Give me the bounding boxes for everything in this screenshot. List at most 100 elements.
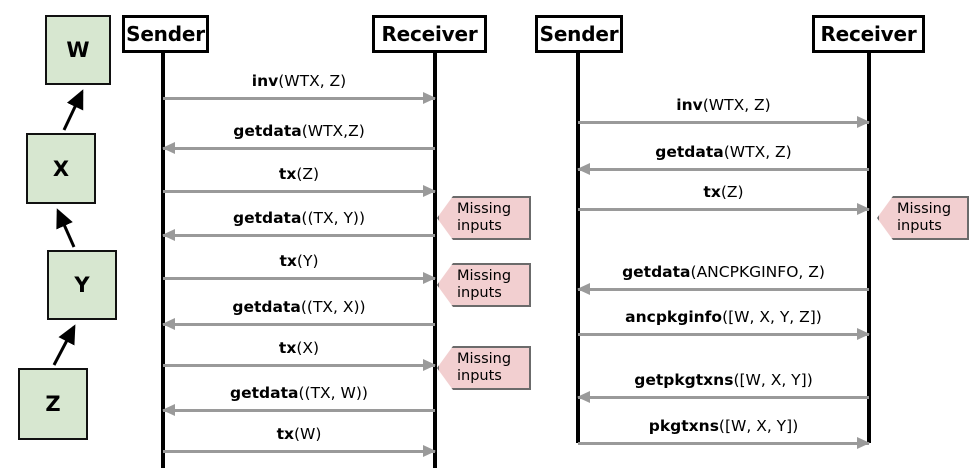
arrow-shaft bbox=[578, 288, 869, 291]
message-label-ancpkginfo-4: ancpkginfo([W, X, Y, Z]) bbox=[625, 307, 822, 326]
lifeline-receiver bbox=[867, 53, 871, 443]
message-verb: getdata bbox=[233, 121, 302, 140]
message-args: ([W, X, Y]) bbox=[733, 370, 813, 389]
message-verb: inv bbox=[676, 95, 703, 114]
message-verb: getpkgtxns bbox=[634, 370, 734, 389]
lifeline-sender bbox=[161, 53, 165, 468]
message-verb: getdata bbox=[622, 262, 691, 281]
message-label-getpkgtxns-5: getpkgtxns([W, X, Y]) bbox=[634, 370, 813, 389]
message-verb: pkgtxns bbox=[648, 416, 719, 435]
arrow-head-right bbox=[423, 444, 436, 457]
arrow-head-right bbox=[423, 271, 436, 284]
arrow-head-right bbox=[857, 115, 870, 128]
message-verb: getdata bbox=[232, 208, 302, 227]
participant-sender: Sender bbox=[535, 15, 623, 53]
lifeline-sender bbox=[576, 53, 580, 443]
message-args: ((TX, W)) bbox=[298, 383, 368, 402]
arrow-shaft bbox=[163, 450, 435, 453]
lifeline-receiver bbox=[433, 53, 437, 468]
message-label-getdata-7: getdata((TX, W)) bbox=[230, 383, 368, 402]
message-verb: tx bbox=[279, 251, 297, 270]
arrow-shaft bbox=[163, 409, 435, 412]
message-args: (ANCPKGINFO, Z) bbox=[690, 262, 825, 281]
message-verb: inv bbox=[251, 71, 279, 90]
message-verb: ancpkginfo bbox=[625, 307, 723, 326]
message-label-getdata-5: getdata((TX, X)) bbox=[232, 297, 366, 316]
arrow-shaft bbox=[163, 190, 435, 193]
message-args: (WTX,Z) bbox=[301, 121, 365, 140]
tx-node-y: Y bbox=[47, 250, 117, 320]
callout-line-2: inputs bbox=[457, 285, 502, 301]
message-label-getdata-1: getdata(WTX, Z) bbox=[655, 142, 792, 161]
message-args: ([W, X, Y]) bbox=[718, 416, 799, 435]
message-label-tx-2: tx(Z) bbox=[703, 182, 744, 201]
callout-line-1: Missing bbox=[457, 200, 512, 217]
tx-node-w: W bbox=[45, 15, 111, 85]
participant-sender: Sender bbox=[122, 15, 209, 53]
message-label-getdata-3: getdata((TX, Y)) bbox=[232, 208, 365, 227]
callout-line-2: inputs bbox=[457, 218, 502, 234]
message-label-inv-0: inv(WTX, Z) bbox=[251, 71, 347, 90]
arrow-shaft bbox=[578, 442, 869, 445]
message-args: ([W, X, Y, Z]) bbox=[722, 307, 822, 326]
message-verb: tx bbox=[278, 164, 297, 183]
arrow-head-left bbox=[162, 317, 175, 330]
arrow-head-right bbox=[423, 184, 436, 197]
arrow-shaft bbox=[578, 396, 869, 399]
arrow-head-right bbox=[857, 327, 870, 340]
arrow-head-left bbox=[162, 403, 175, 416]
message-args: (Z) bbox=[720, 182, 744, 201]
arrow-head-left bbox=[577, 390, 590, 403]
message-label-pkgtxns-6: pkgtxns([W, X, Y]) bbox=[648, 416, 799, 435]
tx-node-x: X bbox=[26, 133, 96, 204]
arrow-head-right bbox=[857, 202, 870, 215]
message-verb: tx bbox=[278, 338, 297, 357]
callout-line-1: Missing bbox=[897, 200, 952, 217]
message-args: (Z) bbox=[296, 164, 320, 183]
arrow-head-right bbox=[857, 436, 870, 449]
message-args: (WTX, Z) bbox=[723, 142, 792, 161]
arrow-head-left bbox=[577, 162, 590, 175]
participant-receiver: Receiver bbox=[812, 15, 925, 53]
message-args: ((TX, X)) bbox=[300, 297, 366, 316]
arrow-shaft bbox=[163, 323, 435, 326]
arrow-head-left bbox=[162, 141, 175, 154]
arrow-shaft bbox=[163, 97, 435, 100]
arrow-shaft bbox=[163, 277, 435, 280]
message-label-tx-8: tx(W) bbox=[276, 424, 322, 443]
message-args: (X) bbox=[296, 338, 320, 357]
arrow-shaft bbox=[163, 364, 435, 367]
message-label-getdata-3: getdata(ANCPKGINFO, Z) bbox=[622, 262, 825, 281]
participant-receiver: Receiver bbox=[372, 15, 487, 53]
arrow-head-right bbox=[423, 358, 436, 371]
arrow-shaft bbox=[578, 208, 869, 211]
callout-line-2: inputs bbox=[457, 368, 502, 384]
message-verb: getdata bbox=[230, 383, 299, 402]
message-args: (WTX, Z) bbox=[702, 95, 771, 114]
message-verb: tx bbox=[276, 424, 294, 443]
arrow-shaft bbox=[163, 234, 435, 237]
arrow-head-left bbox=[162, 228, 175, 241]
message-label-tx-2: tx(Z) bbox=[278, 164, 320, 183]
message-args: (WTX, Z) bbox=[278, 71, 347, 90]
message-label-inv-0: inv(WTX, Z) bbox=[676, 95, 771, 114]
tx-node-z: Z bbox=[18, 368, 88, 440]
callout-line-2: inputs bbox=[897, 218, 942, 234]
message-label-getdata-1: getdata(WTX,Z) bbox=[233, 121, 365, 140]
message-verb: getdata bbox=[655, 142, 724, 161]
arrow-head-left bbox=[577, 282, 590, 295]
arrow-head-right bbox=[423, 91, 436, 104]
message-args: (W) bbox=[294, 424, 322, 443]
message-args: (Y) bbox=[296, 251, 319, 270]
arrow-shaft bbox=[578, 333, 869, 336]
message-label-tx-4: tx(Y) bbox=[279, 251, 319, 270]
arrow-shaft bbox=[578, 168, 869, 171]
callout-line-1: Missing bbox=[457, 267, 512, 284]
arrow-shaft bbox=[578, 121, 869, 124]
arrow-shaft bbox=[163, 147, 435, 150]
